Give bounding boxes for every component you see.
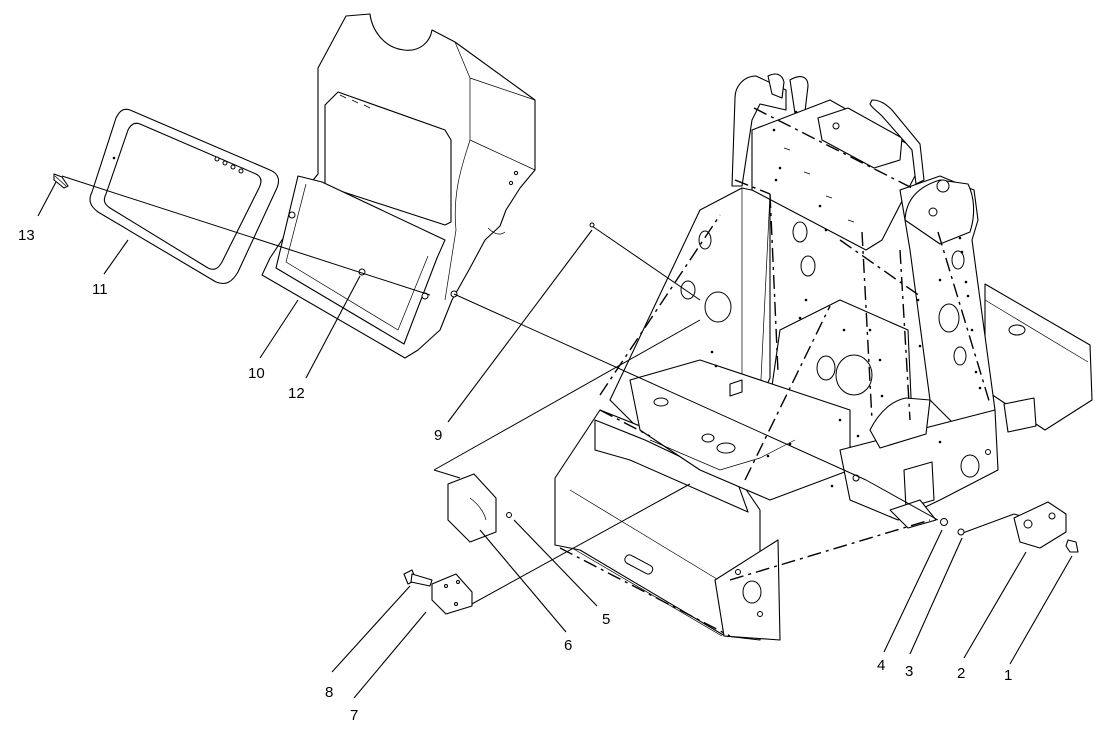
gauge-bezel bbox=[89, 108, 280, 285]
callout-6: 6 bbox=[564, 637, 572, 654]
callout-10: 10 bbox=[248, 365, 265, 382]
callout-1: 1 bbox=[1004, 667, 1012, 684]
callout-11: 11 bbox=[92, 281, 108, 298]
callout-labels: 1 2 3 4 5 6 7 8 9 10 11 12 13 bbox=[18, 227, 1012, 724]
callout-13: 13 bbox=[18, 227, 35, 244]
nut-part bbox=[506, 512, 512, 518]
callout-7: 7 bbox=[350, 707, 358, 724]
dash-panel-cover bbox=[261, 13, 536, 359]
cover-plate-part bbox=[431, 573, 473, 615]
alignment-lines bbox=[61, 175, 1065, 606]
callout-4: 4 bbox=[877, 657, 885, 674]
callout-9: 9 bbox=[434, 427, 442, 444]
screw-part bbox=[589, 222, 595, 228]
callout-3: 3 bbox=[905, 663, 913, 680]
lock-nut-part bbox=[957, 528, 965, 536]
bracket-bolt-part bbox=[1065, 539, 1079, 553]
callout-2: 2 bbox=[957, 665, 965, 682]
bolt-part bbox=[403, 569, 433, 587]
leader-lines bbox=[37, 181, 1073, 699]
washer-part bbox=[940, 518, 948, 526]
callout-8: 8 bbox=[325, 684, 333, 701]
bracket-part bbox=[1013, 501, 1067, 549]
callout-12: 12 bbox=[288, 385, 305, 402]
mounting-plate-part bbox=[447, 473, 497, 543]
callout-5: 5 bbox=[602, 611, 610, 628]
main-frame bbox=[554, 73, 1093, 641]
pin-part bbox=[53, 173, 69, 189]
